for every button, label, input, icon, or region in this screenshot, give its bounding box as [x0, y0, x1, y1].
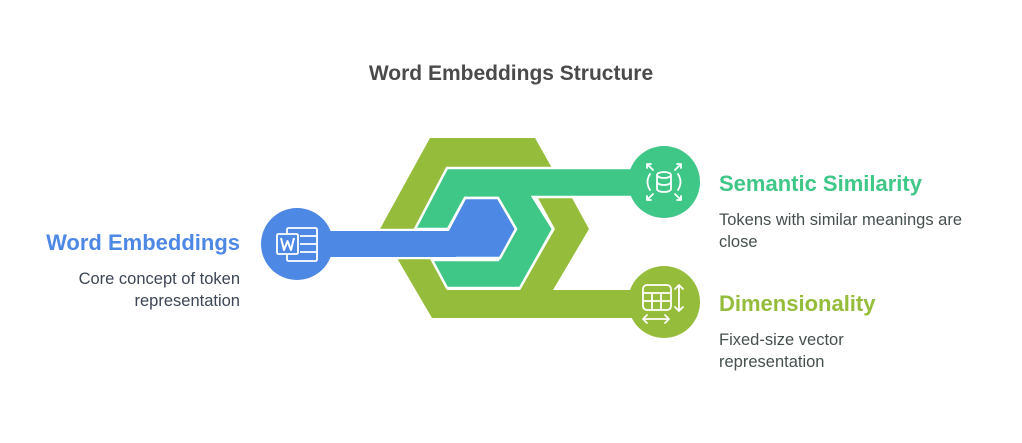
dimensionality-label: Dimensionality Fixed-size vector represe…: [719, 291, 879, 373]
word-embeddings-description: Core concept of token representation: [78, 270, 240, 310]
semantic-similarity-description: Tokens with similar meanings are close: [719, 211, 963, 251]
dimensionality-title: Dimensionality: [719, 291, 876, 316]
semantic-similarity-title: Semantic Similarity: [719, 171, 922, 196]
word-embeddings-node[interactable]: [261, 208, 333, 280]
table-resize-icon: [642, 284, 684, 324]
word-embeddings-title: Word Embeddings: [46, 230, 240, 255]
diagram-title: Word Embeddings Structure: [368, 62, 654, 85]
semantic-similarity-label: Semantic Similarity Tokens with similar …: [719, 171, 984, 253]
dimensionality-band: [380, 138, 640, 318]
word-document-icon: [276, 227, 318, 262]
dimensionality-node[interactable]: [628, 266, 700, 338]
word-embeddings-label: Word Embeddings Core concept of token re…: [40, 230, 240, 312]
database-expand-icon: [646, 163, 682, 201]
dimensionality-description: Fixed-size vector representation: [719, 331, 844, 371]
semantic-similarity-node[interactable]: [628, 146, 700, 218]
